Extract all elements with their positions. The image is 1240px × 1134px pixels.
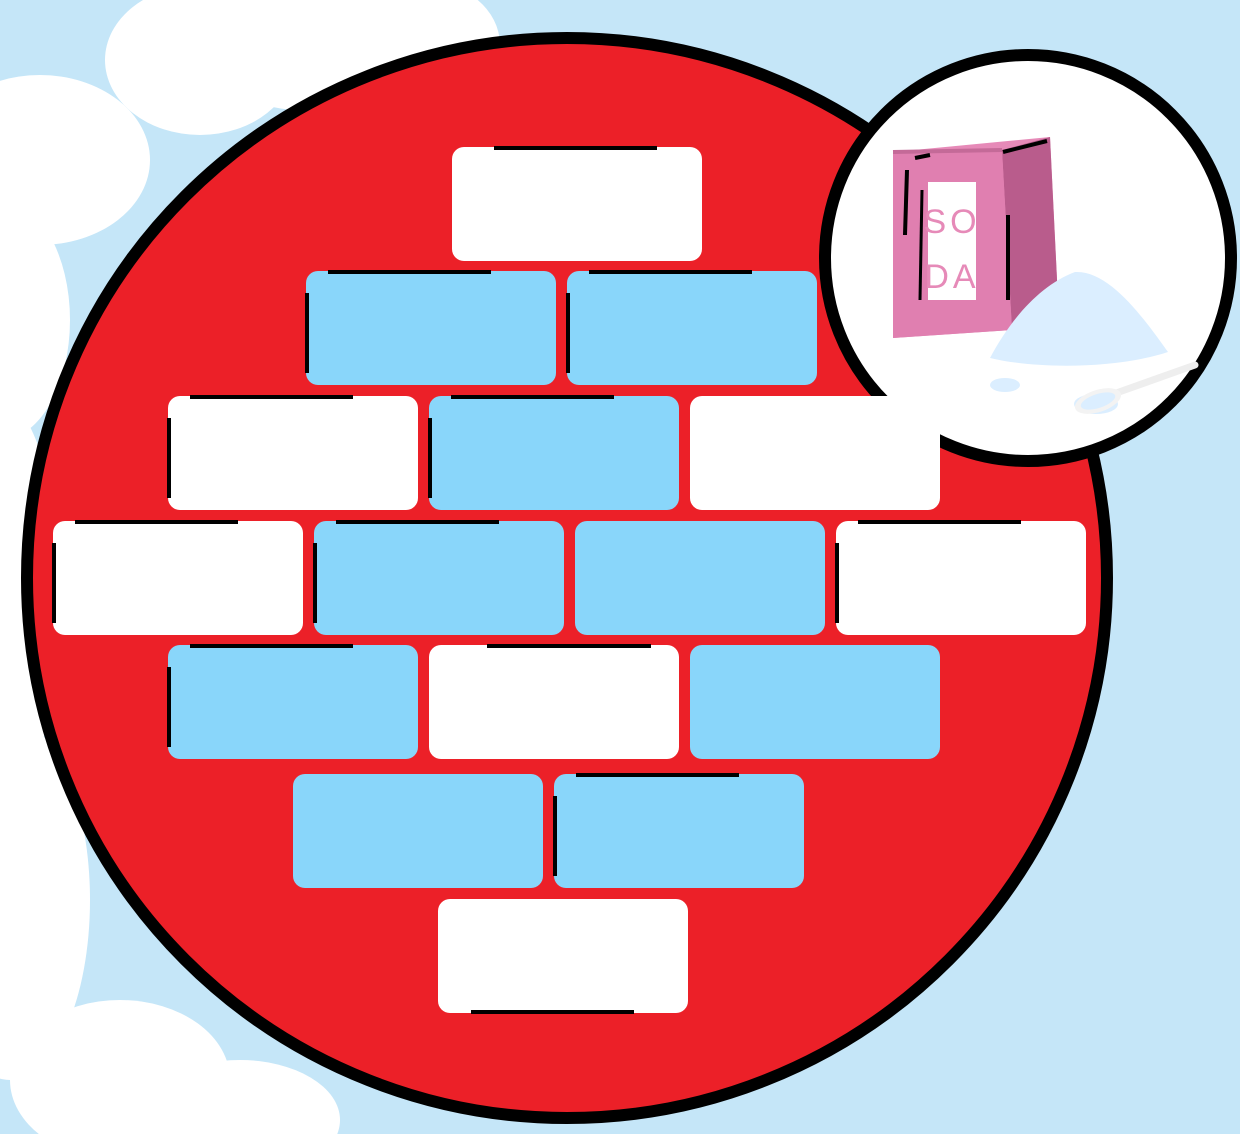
brick-r7-c1[interactable] (438, 899, 688, 1013)
soda-label-line2: DA (924, 258, 979, 296)
brick-face (452, 147, 702, 261)
brick-r3-c3[interactable] (690, 396, 940, 510)
brick-r4-c2[interactable] (314, 521, 564, 635)
brick-r5-c1[interactable] (168, 645, 418, 759)
brick-face (53, 521, 303, 635)
brick-face (836, 521, 1086, 635)
brick-face (314, 521, 564, 635)
brick-face (306, 271, 556, 385)
brick-r2-c1[interactable] (306, 271, 556, 385)
brick-r5-c3[interactable] (690, 645, 940, 759)
brick-r3-c2[interactable] (429, 396, 679, 510)
brick-r6-c1[interactable] (293, 774, 543, 888)
brick-face (690, 396, 940, 510)
brick-face (293, 774, 543, 888)
brick-r1-c1[interactable] (452, 147, 702, 261)
brick-face (567, 271, 817, 385)
brick-r4-c4[interactable] (836, 521, 1086, 635)
brick-face (690, 645, 940, 759)
brick-r4-c1[interactable] (53, 521, 303, 635)
brick-r5-c2[interactable] (429, 645, 679, 759)
brick-face (429, 396, 679, 510)
soda-label-line1: SO (923, 203, 980, 241)
brick-face (429, 645, 679, 759)
brick-face (168, 396, 418, 510)
brick-r3-c1[interactable] (168, 396, 418, 510)
brick-r6-c2[interactable] (554, 774, 804, 888)
brick-face (438, 899, 688, 1013)
brick-r2-c2[interactable] (567, 271, 817, 385)
brick-r4-c3[interactable] (575, 521, 825, 635)
brick-face (575, 521, 825, 635)
brick-face (168, 645, 418, 759)
brick-face (554, 774, 804, 888)
